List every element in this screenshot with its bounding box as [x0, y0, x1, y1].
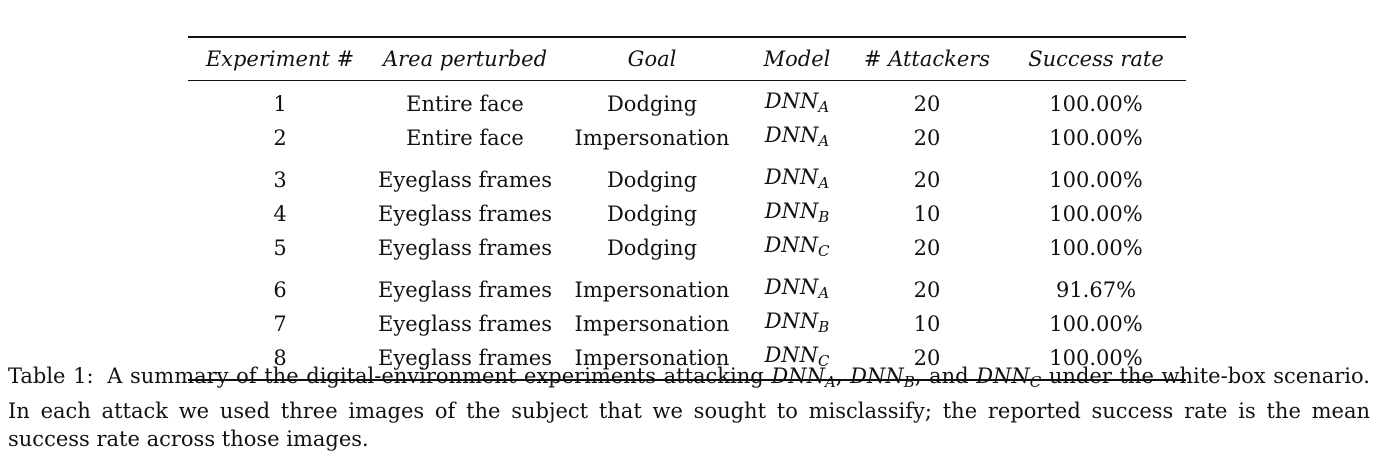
caption-model-a: DNNA: [771, 364, 836, 391]
cell-model: DNNA: [746, 265, 848, 307]
cell-success-rate: 100.00%: [1049, 92, 1143, 116]
cell-attackers: 10: [913, 312, 941, 336]
cell-experiment: 2: [273, 126, 287, 150]
model-subscript: A: [818, 284, 830, 302]
cell-area-perturbed: Eyeglass frames: [378, 278, 552, 302]
table-header: Experiment # Area perturbed Goal Model #…: [188, 36, 1186, 81]
cell-model: DNNB: [746, 307, 848, 341]
cell-attackers: 20: [848, 341, 1006, 381]
cell-goal: Dodging: [606, 168, 698, 192]
model-subscript: A: [818, 132, 830, 150]
cell-area-perturbed: Eyeglass frames: [378, 312, 552, 336]
header-goal: Goal: [558, 36, 746, 81]
table-row: 7 Eyeglass frames Impersonation DNNB 10 100.0…: [188, 307, 1186, 341]
model-subscript: A: [818, 174, 830, 192]
cell-experiment: 3: [273, 168, 287, 192]
cell-attackers: 20: [913, 92, 941, 116]
cell-goal: Impersonation: [558, 341, 746, 381]
table-row: 2 Entire face Impersonation DNNA 20 100.00%: [188, 121, 1186, 155]
caption-model-c-sub: C: [1029, 373, 1042, 391]
cell-model: DNNC: [746, 341, 848, 381]
table-row: 4 Eyeglass frames Dodging DNNB 10 100.00%: [188, 197, 1186, 231]
caption-separator-2: , and: [914, 364, 969, 388]
header-success-rate: Success rate: [1006, 36, 1186, 81]
cell-model: DNNA: [746, 121, 848, 155]
model-name: DNN: [764, 343, 819, 367]
cell-success-rate: 100.00%: [1006, 341, 1186, 381]
cell-success-rate: 100.00%: [1049, 126, 1143, 150]
cell-experiment: 4: [273, 202, 287, 226]
model-name: DNN: [764, 309, 819, 333]
cell-goal: Impersonation: [574, 126, 730, 150]
cell-attackers: 10: [913, 202, 941, 226]
cell-area-perturbed: Eyeglass frames: [378, 236, 552, 260]
cell-model: DNNB: [746, 197, 848, 231]
caption-label: Table 1:: [8, 364, 94, 388]
caption-model-c: DNNC: [976, 364, 1042, 391]
caption-text-body: under the white-box scenario. In each at…: [8, 364, 1370, 451]
cell-model: DNNC: [746, 231, 848, 265]
table-row: 5 Eyeglass frames Dodging DNNC 20 100.00%: [188, 231, 1186, 265]
model-name: DNN: [764, 165, 819, 189]
cell-goal: Impersonation: [574, 278, 730, 302]
model-name: DNN: [764, 89, 819, 113]
model-name: DNN: [764, 275, 819, 299]
cell-success-rate: 100.00%: [1049, 202, 1143, 226]
model-subscript: B: [818, 208, 830, 226]
model-subscript: B: [818, 318, 830, 336]
cell-attackers: 20: [913, 168, 941, 192]
results-table-container: Experiment # Area perturbed Goal Model #…: [188, 36, 1186, 381]
caption-model-c-base: DNN: [976, 364, 1030, 388]
model-name: DNN: [764, 123, 819, 147]
model-subscript: C: [818, 352, 830, 370]
header-experiment: Experiment #: [188, 36, 372, 81]
cell-attackers: 20: [913, 278, 941, 302]
caption-separator-1: ,: [835, 364, 843, 388]
cell-experiment: 1: [273, 92, 287, 116]
cell-experiment: 8: [188, 341, 372, 381]
caption-model-b-sub: B: [903, 373, 915, 391]
caption-model-b-base: DNN: [850, 364, 904, 388]
cell-experiment: 6: [273, 278, 287, 302]
model-name: DNN: [764, 199, 819, 223]
table-row: 3 Eyeglass frames Dodging DNNA 20 100.00%: [188, 155, 1186, 197]
cell-success-rate: 100.00%: [1049, 236, 1143, 260]
cell-experiment: 7: [273, 312, 287, 336]
header-row: Experiment # Area perturbed Goal Model #…: [188, 36, 1186, 81]
results-table: Experiment # Area perturbed Goal Model #…: [188, 36, 1186, 381]
model-subscript: C: [818, 242, 830, 260]
cell-experiment: 5: [273, 236, 287, 260]
cell-goal: Dodging: [606, 236, 698, 260]
cell-area-perturbed: Eyeglass frames: [372, 341, 558, 381]
cell-area-perturbed: Entire face: [406, 126, 524, 150]
cell-goal: Dodging: [606, 202, 698, 226]
cell-success-rate: 91.67%: [1055, 278, 1137, 302]
table-row: 6 Eyeglass frames Impersonation DNNA 20 91.67…: [188, 265, 1186, 307]
caption-text-intro: A summary of the digital-environment exp…: [107, 364, 764, 388]
header-area-perturbed: Area perturbed: [372, 36, 558, 81]
header-attackers: # Attackers: [848, 36, 1006, 81]
cell-model: DNNA: [746, 155, 848, 197]
cell-goal: Dodging: [606, 92, 698, 116]
caption-model-a-base: DNN: [771, 364, 825, 388]
cell-success-rate: 100.00%: [1049, 168, 1143, 192]
cell-attackers: 20: [913, 236, 941, 260]
caption-model-b: DNNB: [850, 364, 915, 391]
table-row: 1 Entire face Dodging DNNA 20 100.00%: [188, 81, 1186, 122]
cell-area-perturbed: Entire face: [406, 92, 524, 116]
model-name: DNN: [764, 233, 819, 257]
cell-goal: Impersonation: [574, 312, 730, 336]
table-caption: Table 1: A summary of the digital-enviro…: [8, 362, 1370, 454]
cell-success-rate: 100.00%: [1049, 312, 1143, 336]
cell-model: DNNA: [746, 81, 848, 122]
model-subscript: A: [818, 98, 830, 116]
cell-attackers: 20: [913, 126, 941, 150]
cell-area-perturbed: Eyeglass frames: [378, 202, 552, 226]
caption-model-a-sub: A: [824, 373, 836, 391]
header-model: Model: [746, 36, 848, 81]
cell-area-perturbed: Eyeglass frames: [378, 168, 552, 192]
